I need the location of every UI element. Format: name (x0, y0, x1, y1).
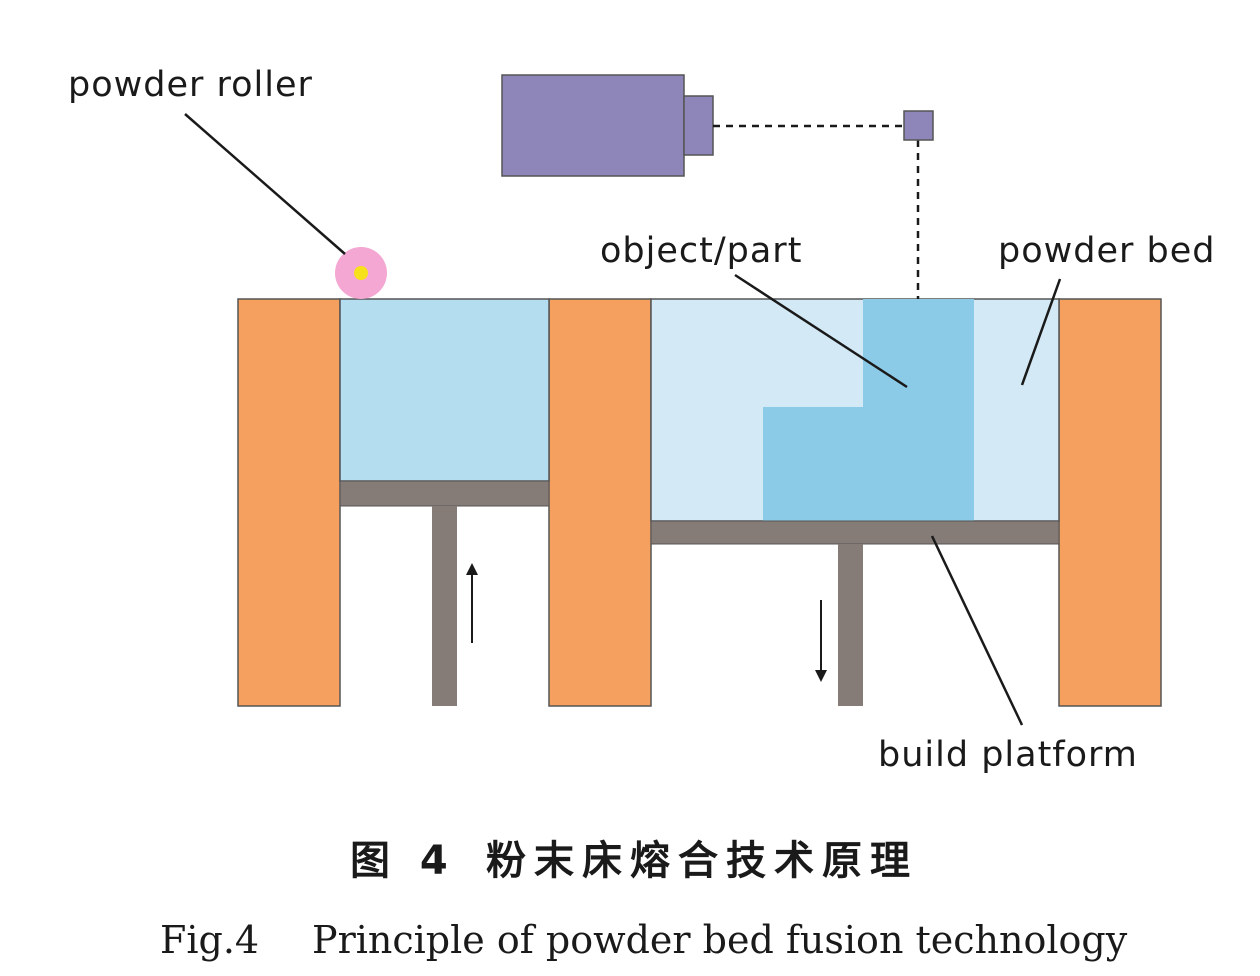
label-build-platform: build platform (878, 735, 1138, 775)
build-piston-rod (838, 544, 863, 706)
label-powder-roller: powder roller (68, 65, 313, 105)
right-wall (1058, 298, 1162, 707)
supply-piston-rod (432, 506, 457, 706)
leader-build-platform (930, 535, 1024, 726)
label-object-part: object/part (600, 231, 802, 271)
laser-nozzle (683, 95, 714, 156)
object-part (763, 299, 974, 521)
label-powder-bed: powder bed (998, 231, 1216, 271)
caption-en-number: Fig.4 (160, 918, 259, 962)
middle-wall (548, 298, 652, 707)
laser-path (713, 124, 920, 299)
caption-en-title: Principle of powder bed fusion technolog… (312, 918, 1128, 962)
scanner-mirror (903, 110, 934, 141)
supply-piston-plate (339, 480, 550, 507)
left-wall (237, 298, 341, 707)
powder-roller-core (354, 266, 368, 280)
build-platform (650, 520, 1060, 545)
leader-powder-roller (184, 113, 346, 255)
powder-supply (339, 298, 550, 482)
laser-source (501, 74, 685, 177)
leader-object-part (734, 273, 908, 389)
caption-cn-title: 粉末床熔合技术原理 (486, 838, 918, 884)
leader-powder-bed (1020, 278, 1062, 386)
caption-cn-number: 图 4 (350, 838, 456, 884)
